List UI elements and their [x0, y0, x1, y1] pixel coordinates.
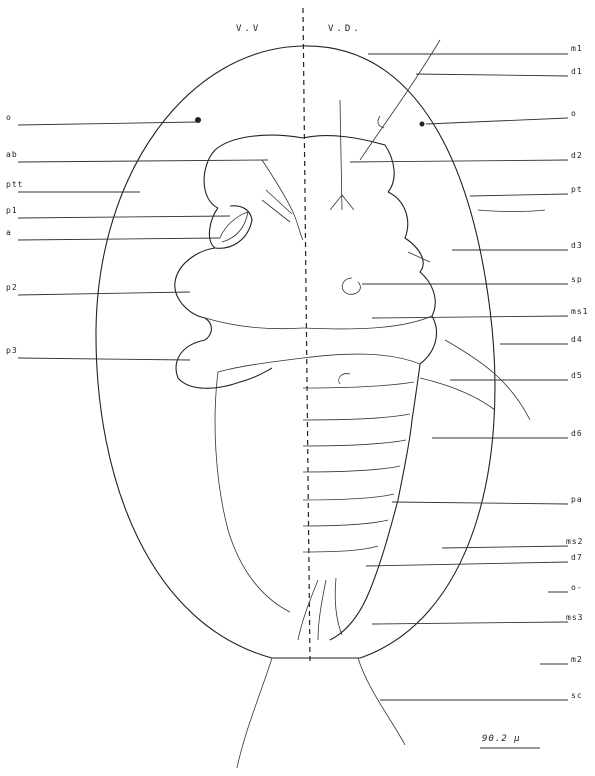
label-o-lower: o-: [571, 583, 583, 592]
segment-1: [303, 382, 414, 388]
label-d3: d3: [571, 241, 583, 250]
view-dorsal-heading: V.D.: [328, 24, 362, 34]
leg-p1: [209, 206, 252, 248]
segment-4: [303, 466, 400, 472]
view-ventral-heading: V.V: [236, 24, 261, 34]
label-m2: m2: [571, 655, 583, 664]
label-p2: p2: [6, 283, 18, 292]
segment-5: [303, 494, 394, 500]
label-o-left: o: [6, 113, 12, 122]
arc-pt: [478, 210, 545, 212]
label-d7: d7: [571, 553, 583, 562]
caudal-appendage-3: [335, 578, 342, 635]
leader-p1: [18, 216, 230, 218]
scale-bar-label: 90.2 μ: [482, 734, 521, 744]
label-d6: d6: [571, 429, 583, 438]
label-ptt: ptt: [6, 180, 23, 189]
label-d2: d2: [571, 151, 583, 160]
spiracle: [342, 278, 360, 294]
caudal-appendage-2: [318, 580, 326, 640]
leader-pt: [470, 194, 568, 196]
dorsal-bristle-d3: [408, 252, 430, 262]
leader-o-right: [426, 118, 568, 124]
abdomen-dorsal-outline: [330, 316, 436, 640]
label-d1: d1: [571, 67, 583, 76]
leg-p2: [175, 248, 215, 340]
leader-d1: [416, 74, 568, 76]
head-dorsal: [303, 136, 394, 192]
midline-axis: [303, 8, 310, 662]
label-ms3: ms3: [566, 613, 583, 622]
label-p3: p3: [6, 346, 18, 355]
label-sc: sc: [571, 691, 583, 700]
head-ventral: [204, 135, 303, 208]
label-m1: m1: [571, 44, 583, 53]
segment-7: [303, 546, 378, 552]
segment-6: [303, 520, 388, 526]
ventral-bristle-1: [262, 200, 290, 222]
label-pa: pa: [571, 495, 583, 504]
label-o-right: o: [571, 109, 577, 118]
caudal-appendage-1: [298, 580, 318, 640]
abdomen-dorsal-top: [303, 354, 420, 364]
leader-ms3: [372, 622, 568, 624]
label-p1: p1: [6, 206, 18, 215]
label-sp: sp: [571, 275, 583, 284]
eyespot-dorsal: [420, 122, 425, 127]
leader-d2: [350, 160, 568, 162]
label-pt: pt: [571, 185, 583, 194]
leader-p3: [18, 358, 190, 360]
leader-ms1: [372, 316, 568, 318]
leader-ab: [18, 160, 268, 162]
leader-ms2: [442, 546, 568, 548]
leader-d7: [366, 562, 568, 566]
segment-3: [303, 440, 406, 446]
thorax-ventral-line: [205, 318, 303, 329]
label-d5: d5: [571, 371, 583, 380]
arc-d5: [420, 378, 495, 410]
label-d4: d4: [571, 335, 583, 344]
dorsal-mark-2: [339, 374, 350, 384]
diagonal-tract: [360, 40, 440, 160]
ventral-appendage: [262, 160, 303, 240]
label-ab: ab: [6, 150, 18, 159]
body-outline: [96, 46, 495, 658]
leader-a: [18, 238, 220, 240]
stalk-right: [358, 658, 405, 745]
stalk-left: [237, 658, 272, 768]
segment-2: [303, 414, 410, 420]
abdomen-ventral-outline: [215, 358, 303, 612]
leader-pa: [392, 502, 568, 504]
leader-p2: [18, 292, 190, 295]
dorsal-stem: [340, 100, 342, 210]
label-ms2: ms2: [566, 537, 583, 546]
label-ms1: ms1: [571, 307, 588, 316]
leader-o-left: [18, 122, 196, 125]
label-a: a: [6, 228, 12, 237]
